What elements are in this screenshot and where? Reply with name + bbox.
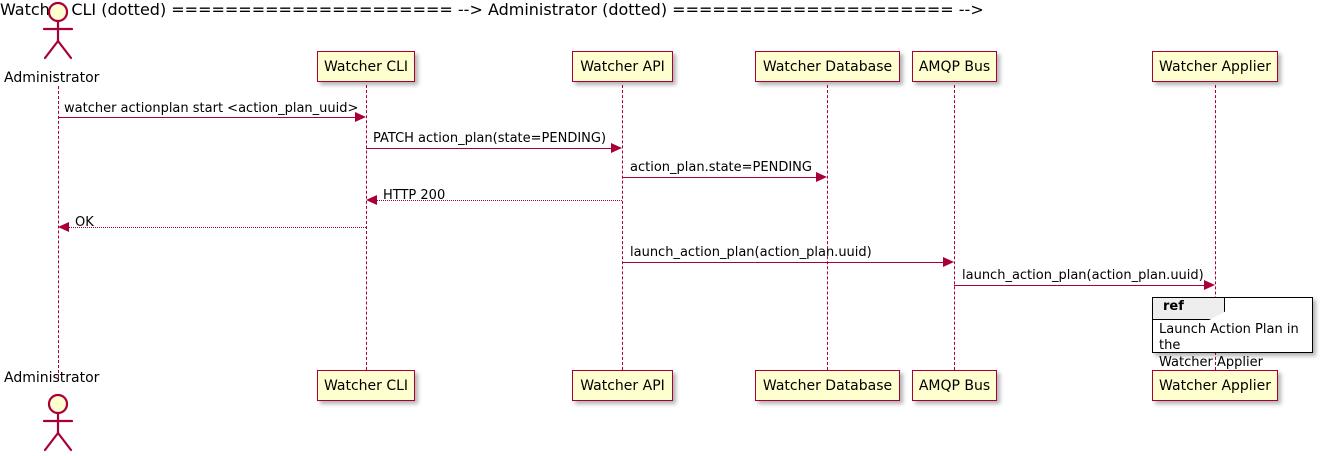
message-arrowhead-m6 <box>943 257 954 267</box>
participant-box-watcher-applier-bottom[interactable]: Watcher Applier <box>1152 370 1278 401</box>
ref-fragment-text: Launch Action Plan in the Watcher Applie… <box>1159 322 1299 370</box>
message-arrowhead-m1 <box>355 112 366 122</box>
message-label-m4: HTTP 200 <box>383 188 446 203</box>
participant-box-amqp-bus-bottom[interactable]: AMQP Bus <box>912 370 997 401</box>
message-arrowhead-m5 <box>58 222 69 232</box>
message-arrowhead-m4 <box>366 195 377 205</box>
ref-fragment-tab-label: ref <box>1153 298 1225 320</box>
message-line-m3 <box>622 177 816 178</box>
participant-box-watcher-cli-top[interactable]: Watcher CLI <box>317 51 415 82</box>
lifeline-watcher-api <box>622 85 623 370</box>
lifeline-watcher-database <box>827 85 828 370</box>
lifeline-watcher-cli <box>366 85 367 370</box>
actor-administrator-top <box>32 0 86 66</box>
message-arrowhead-m3 <box>816 172 827 182</box>
message-line-m4 <box>377 200 622 201</box>
lifeline-administrator <box>58 86 59 378</box>
message-label-m1: watcher actionplan start <action_plan_uu… <box>64 101 359 116</box>
participant-box-watcher-database-top[interactable]: Watcher Database <box>755 51 900 82</box>
participant-box-watcher-cli-bottom[interactable]: Watcher CLI <box>317 370 415 401</box>
actor-label-administrator-bottom: Administrator <box>4 370 100 386</box>
actor-label-administrator-top: Administrator <box>4 70 100 86</box>
message-line-m2 <box>366 148 611 149</box>
message-label-m6: launch_action_plan(action_plan.uuid) <box>630 245 872 260</box>
message-line-m5 <box>69 227 366 228</box>
participant-box-watcher-database-bottom[interactable]: Watcher Database <box>755 370 900 401</box>
message-arrowhead-m7 <box>1204 280 1215 290</box>
actor-figure-icon <box>42 393 74 452</box>
actor-figure-icon <box>42 1 74 60</box>
message-label-m2: PATCH action_plan(state=PENDING) <box>373 131 607 146</box>
participant-box-watcher-applier-top[interactable]: Watcher Applier <box>1152 51 1278 82</box>
message-line-m6 <box>622 262 943 263</box>
participant-box-amqp-bus-top[interactable]: AMQP Bus <box>912 51 997 82</box>
message-line-m1 <box>58 117 355 118</box>
participant-box-watcher-api-top[interactable]: Watcher API <box>572 51 673 82</box>
message-arrowhead-m2 <box>611 143 622 153</box>
participant-box-watcher-api-bottom[interactable]: Watcher API <box>572 370 673 401</box>
message-label-m7: launch_action_plan(action_plan.uuid) <box>962 268 1204 283</box>
message-line-m7 <box>954 285 1204 286</box>
actor-administrator-bottom <box>32 392 86 456</box>
message-label-m5: OK <box>75 215 94 230</box>
lifeline-amqp-bus <box>954 85 955 370</box>
message-label-m3: action_plan.state=PENDING <box>630 160 812 175</box>
ref-fragment[interactable]: ref Launch Action Plan in the Watcher Ap… <box>1152 297 1313 370</box>
lifeline-watcher-applier <box>1215 85 1216 370</box>
